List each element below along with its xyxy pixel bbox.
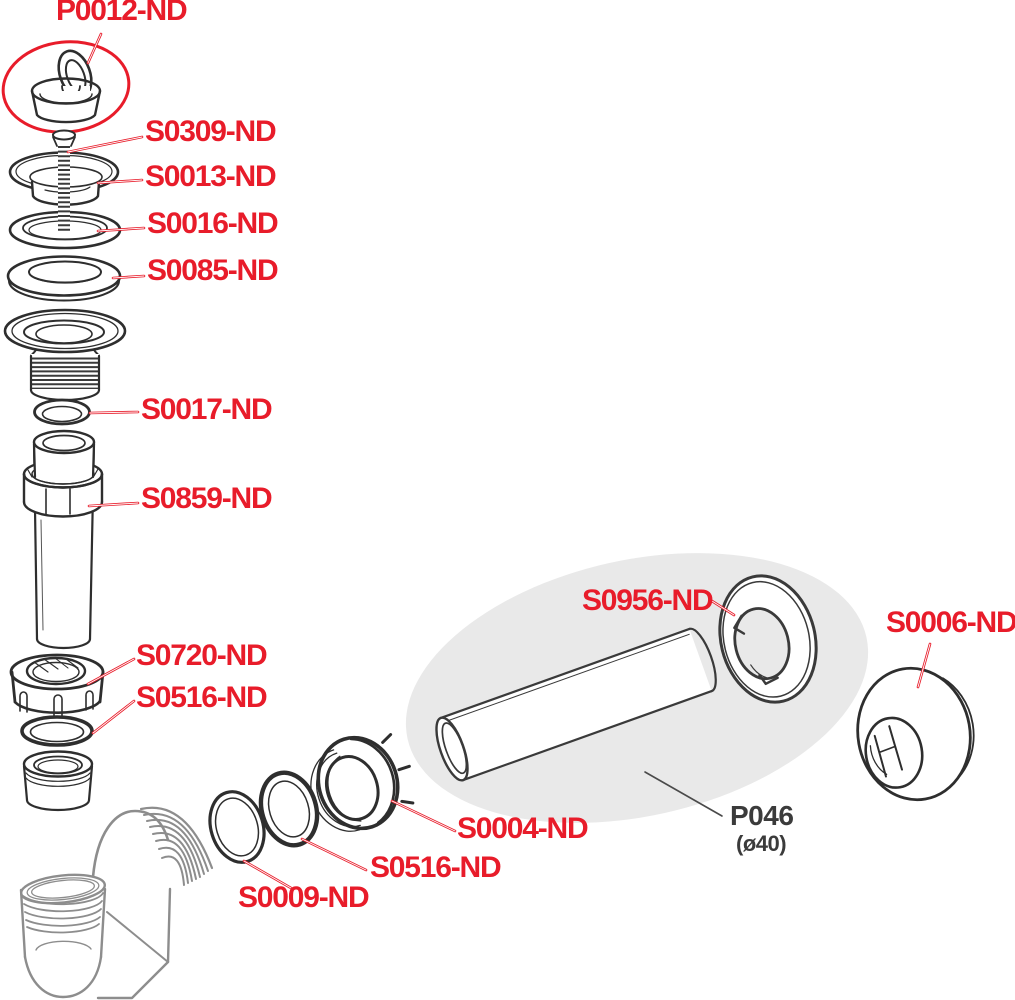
part-label-p0012-nd: P0012-ND xyxy=(56,0,188,27)
leader-line-p046 xyxy=(644,771,723,817)
part-label-s0085-nd: S0085-ND xyxy=(147,254,279,287)
part-label-s0013-nd: S0013-ND xyxy=(145,160,277,193)
part-label-p046-diameter: (ø40) xyxy=(736,831,787,856)
nut-s0720-drawing xyxy=(9,653,105,717)
part-label-s0859-nd: S0859-ND xyxy=(141,482,273,515)
part-label-s0009-nd: S0009-ND xyxy=(238,881,370,914)
gasket-s0085-drawing xyxy=(6,255,122,302)
part-label-p046: P046 xyxy=(730,800,794,831)
part-label-s0309-nd: S0309-ND xyxy=(145,115,277,148)
leader-lines-red xyxy=(66,32,932,890)
part-label-s0004-nd: S0004-ND xyxy=(457,812,589,845)
part-label-s0956-nd: S0956-ND xyxy=(582,584,714,617)
nut-s0004-drawing xyxy=(310,733,415,832)
flange-s0956-drawing xyxy=(718,574,818,704)
elbow-body-drawing xyxy=(19,806,214,1000)
screw-s0309-drawing xyxy=(52,129,76,232)
part-label-s0516-nd-upper: S0516-ND xyxy=(136,681,268,714)
oring-s0516-upper-drawing xyxy=(20,715,94,747)
pipe-p046-drawing xyxy=(435,627,717,782)
part-label-s0720-nd: S0720-ND xyxy=(136,639,268,672)
cone-bushing-drawing xyxy=(22,750,94,812)
part-label-s0017-nd: S0017-ND xyxy=(141,393,273,426)
part-label-s0016-nd: S0016-ND xyxy=(147,207,279,240)
tube-s0859-drawing xyxy=(22,429,104,650)
part-label-s0006-nd: S0006-ND xyxy=(886,606,1015,639)
plug-p0012-drawing xyxy=(30,49,102,124)
drain-body-drawing xyxy=(3,308,127,402)
oring-s0516-lower-drawing xyxy=(258,770,320,848)
rosette-s0006-drawing xyxy=(856,666,975,802)
part-label-s0516-nd-lower: S0516-ND xyxy=(370,851,502,884)
oring-s0017-drawing xyxy=(33,398,91,426)
